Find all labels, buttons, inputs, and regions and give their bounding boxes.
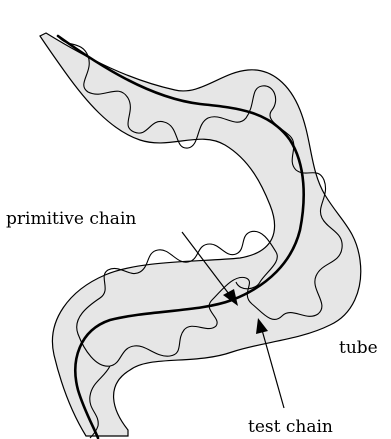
primitive-chain-label: primitive chain <box>6 209 136 229</box>
test-chain-label: test chain <box>248 417 333 437</box>
tube-outline <box>40 33 361 436</box>
tube-label: tube <box>339 338 378 358</box>
